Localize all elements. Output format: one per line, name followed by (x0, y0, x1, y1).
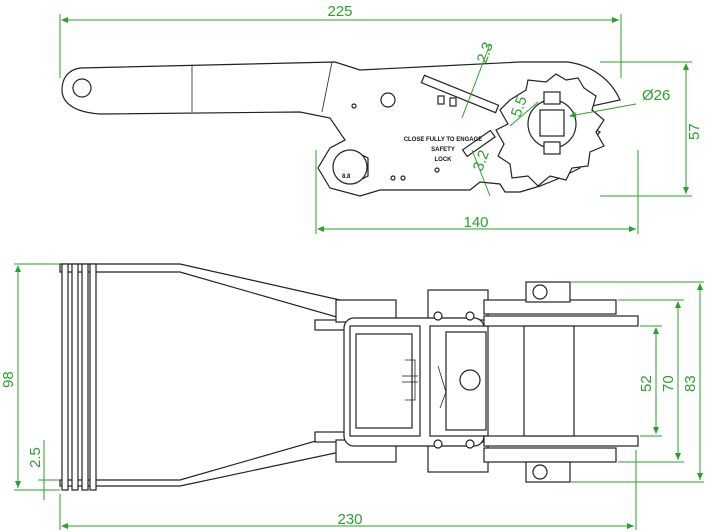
release-slot (420, 74, 500, 158)
dim-5-5-label: 5.5 (508, 94, 531, 119)
dim-52-label: 52 (638, 375, 655, 392)
dim-overall-length-top: 225 (59, 3, 622, 78)
dim-edge: 2.5 (27, 440, 60, 500)
notice-line-2: SAFETY (431, 147, 455, 153)
dim-140-label: 140 (463, 214, 488, 231)
spool (483, 281, 639, 483)
dim-70-label: 70 (660, 375, 677, 392)
dim-outer-width: 83 (570, 281, 704, 483)
dim-lower-length: 140 (315, 150, 639, 234)
dim-230-label: 230 (337, 511, 362, 528)
safety-notice: CLOSE FULLY TO ENGAGE SAFETY LOCK (404, 137, 483, 163)
bottom-view: 98 2.5 230 52 70 (0, 263, 704, 530)
dim-83-label: 83 (682, 375, 699, 392)
handle (61, 61, 621, 197)
bolt-grade-label: 8.8 (342, 174, 351, 180)
dim-gap: 5.5 (508, 94, 539, 127)
rivet-hole (380, 92, 396, 108)
dim-57-label: 57 (686, 123, 703, 140)
ratchet-wheel (495, 73, 605, 187)
dim-overall-width: 98 (0, 263, 60, 491)
dim-98-label: 98 (0, 371, 17, 388)
pivot-hole (72, 78, 92, 98)
dim-diameter-label: Ø26 (642, 87, 670, 104)
dim-drum-diameter: Ø26 (569, 87, 670, 118)
notice-line-3: LOCK (435, 157, 453, 163)
dim-overall-length-bottom: 230 (59, 450, 637, 530)
dim-2-5-label: 2.5 (27, 447, 44, 468)
dim-gap-lower: 3.2 (470, 148, 493, 197)
dim-slot-width: 2.3 (461, 40, 497, 119)
dim-3-2-label: 3.2 (470, 148, 493, 173)
hex-bolt: 8.8 (332, 149, 369, 185)
ratchet-body (314, 289, 489, 473)
dim-2-3-label: 2.3 (474, 40, 497, 65)
dim-225-label: 225 (327, 3, 352, 20)
top-view: 225 8.8 (59, 3, 703, 234)
dim-mid-width: 70 (618, 299, 684, 463)
handle-frame (59, 263, 341, 491)
dim-height-top: 57 (600, 61, 703, 197)
dim-inner-width: 52 (638, 325, 662, 437)
notice-line-1: CLOSE FULLY TO ENGAGE (404, 137, 483, 143)
